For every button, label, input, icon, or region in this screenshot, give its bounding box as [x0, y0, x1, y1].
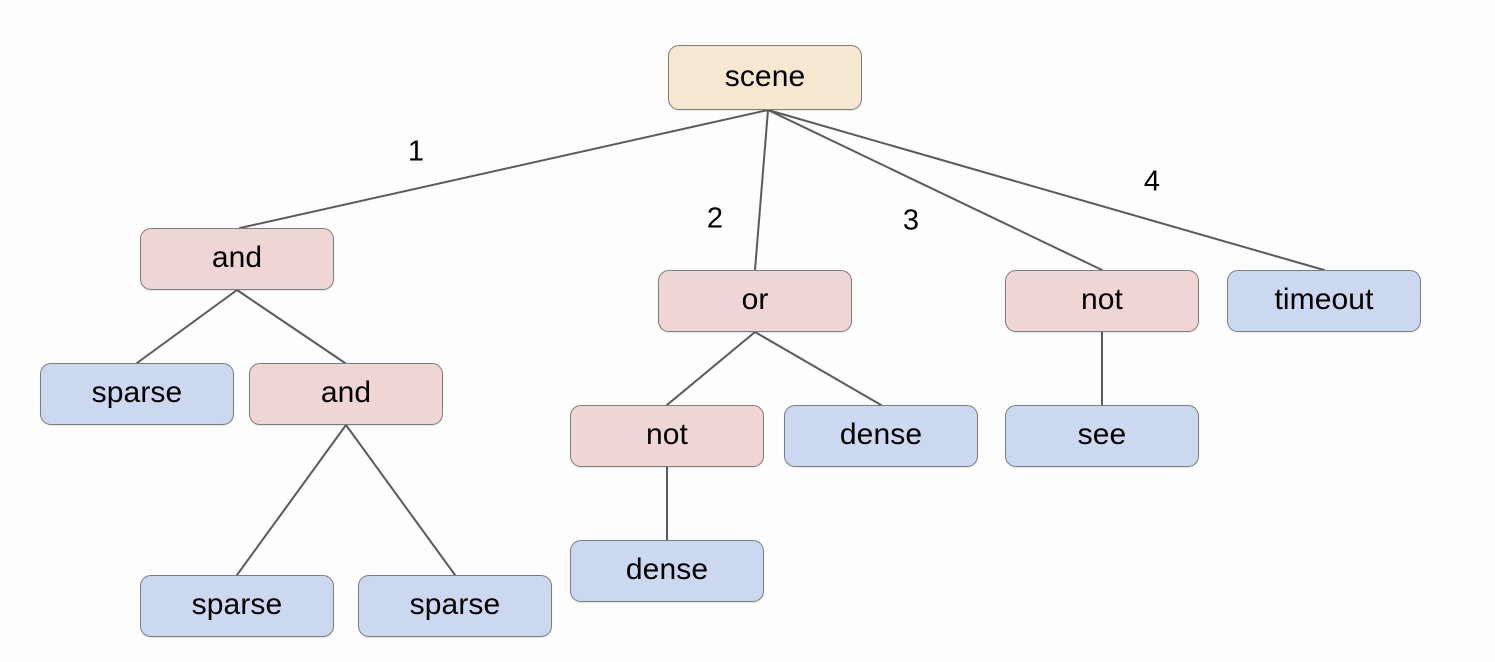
tree-node-label: dense [625, 553, 709, 586]
tree-edge [136, 289, 238, 364]
tree-edge [767, 109, 1325, 271]
tree-edge [236, 289, 346, 364]
tree-edge [754, 109, 769, 271]
tree-node-timeout1[interactable]: timeout [1227, 270, 1421, 332]
tree-node-not1[interactable]: not [1005, 270, 1199, 332]
tree-node-not2[interactable]: not [570, 405, 764, 467]
tree-node-label: scene [724, 59, 806, 93]
edge-label: 4 [1143, 165, 1161, 198]
tree-node-label: and [320, 376, 372, 409]
edge-label: 3 [902, 204, 920, 237]
tree-node-label: not [1080, 283, 1123, 316]
tree-node-sparse1[interactable]: sparse [40, 363, 234, 425]
tree-node-see1[interactable]: see [1005, 405, 1199, 467]
tree-node-sparse3[interactable]: sparse [358, 575, 552, 637]
tree-edge [345, 424, 456, 576]
tree-node-and2[interactable]: and [249, 363, 443, 425]
edge-label: 2 [706, 202, 724, 235]
tree-node-label: and [211, 241, 263, 274]
tree-node-dense1[interactable]: dense [784, 405, 978, 467]
tree-edge [239, 109, 769, 229]
tree-node-label: sparse [191, 588, 283, 621]
tree-node-label: sparse [409, 588, 501, 621]
tree-node-label: see [1077, 418, 1127, 451]
tree-node-and1[interactable]: and [140, 228, 334, 290]
tree-node-or1[interactable]: or [658, 270, 852, 332]
tree-edge [754, 331, 882, 406]
tree-node-scene[interactable]: scene [668, 45, 862, 110]
edge-label: 1 [407, 135, 425, 168]
tree-node-sparse2[interactable]: sparse [140, 575, 334, 637]
tree-edge [767, 109, 1103, 271]
tree-node-label: timeout [1274, 283, 1374, 316]
tree-node-label: not [645, 418, 688, 451]
tree-edge [666, 331, 756, 406]
tree-node-label: dense [839, 418, 923, 451]
tree-node-label: or [741, 283, 769, 316]
tree-edge [236, 424, 347, 576]
tree-node-dense2[interactable]: dense [570, 540, 764, 602]
tree-node-label: sparse [91, 376, 183, 409]
